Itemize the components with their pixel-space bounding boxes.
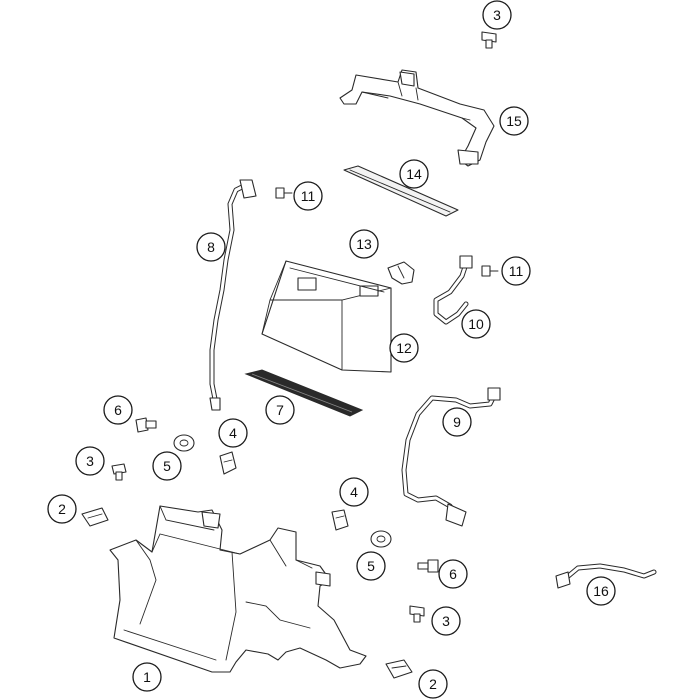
small-cable-part: [555, 563, 657, 589]
callout-2-bottom: 2: [418, 669, 448, 699]
negative-cable-part: [209, 179, 257, 411]
screw-part-right: [481, 265, 499, 277]
battery-mat-part: [244, 369, 364, 417]
short-cable-part: [433, 255, 473, 325]
svg-text:5: 5: [367, 558, 375, 574]
bolt-part-right: [417, 559, 439, 573]
callout-11-right: 11: [501, 256, 531, 286]
screw-part-bottom: [409, 605, 425, 623]
svg-text:11: 11: [301, 188, 316, 204]
callout-4-right: 4: [339, 477, 369, 507]
svg-text:16: 16: [593, 583, 609, 599]
svg-text:11: 11: [509, 263, 524, 279]
svg-text:15: 15: [506, 113, 522, 129]
callout-6-left: 6: [103, 395, 133, 425]
svg-text:12: 12: [396, 340, 412, 356]
svg-text:6: 6: [114, 402, 122, 418]
callout-9: 9: [442, 407, 472, 437]
svg-text:3: 3: [86, 453, 94, 469]
svg-text:2: 2: [429, 676, 437, 692]
svg-text:2: 2: [58, 501, 66, 517]
callout-3-top: 3: [482, 0, 512, 30]
clip-part-right: [331, 509, 349, 531]
callout-15: 15: [499, 106, 529, 136]
svg-text:4: 4: [350, 484, 358, 500]
svg-text:3: 3: [442, 613, 450, 629]
battery-pad-part: [343, 165, 459, 217]
svg-text:9: 9: [453, 414, 461, 430]
svg-text:6: 6: [449, 566, 457, 582]
terminal-cover-part: [387, 261, 415, 285]
callout-12: 12: [389, 333, 419, 363]
callout-2-left: 2: [47, 494, 77, 524]
callout-14: 14: [399, 159, 429, 189]
svg-text:10: 10: [468, 316, 484, 332]
callout-10: 10: [461, 309, 491, 339]
callout-16: 16: [586, 576, 616, 606]
callout-7: 7: [265, 395, 295, 425]
callout-3-bottom: 3: [431, 606, 461, 636]
callout-8: 8: [196, 232, 226, 262]
grommet-part-left: [173, 434, 195, 452]
callout-11-upper: 11: [293, 181, 323, 211]
svg-text:14: 14: [406, 166, 422, 182]
svg-text:3: 3: [493, 7, 501, 23]
callout-6-right: 6: [438, 559, 468, 589]
callout-13: 13: [349, 229, 379, 259]
screw-part-top: [481, 31, 497, 49]
positive-cable-part: [401, 387, 501, 527]
svg-text:13: 13: [356, 236, 372, 252]
callout-4-left: 4: [218, 418, 248, 448]
bolt-part-left: [135, 417, 157, 433]
fastener-clip-part-bottom: [385, 659, 413, 679]
screw-part-upper: [275, 187, 293, 199]
svg-text:7: 7: [276, 402, 284, 418]
callout-1: 1: [132, 662, 162, 692]
screw-part-left: [111, 463, 127, 481]
battery-box-part: [109, 505, 367, 673]
clip-part-left: [219, 451, 237, 475]
battery-bracket-part: [339, 69, 495, 167]
battery-part: [261, 260, 392, 373]
svg-text:4: 4: [229, 425, 237, 441]
svg-text:1: 1: [143, 669, 151, 685]
callout-5-right: 5: [356, 551, 386, 581]
svg-text:5: 5: [163, 458, 171, 474]
svg-text:8: 8: [207, 239, 215, 255]
fastener-clip-part-left: [81, 507, 109, 527]
callout-3-left: 3: [75, 446, 105, 476]
grommet-part-right: [370, 530, 392, 548]
callout-5-left: 5: [152, 451, 182, 481]
